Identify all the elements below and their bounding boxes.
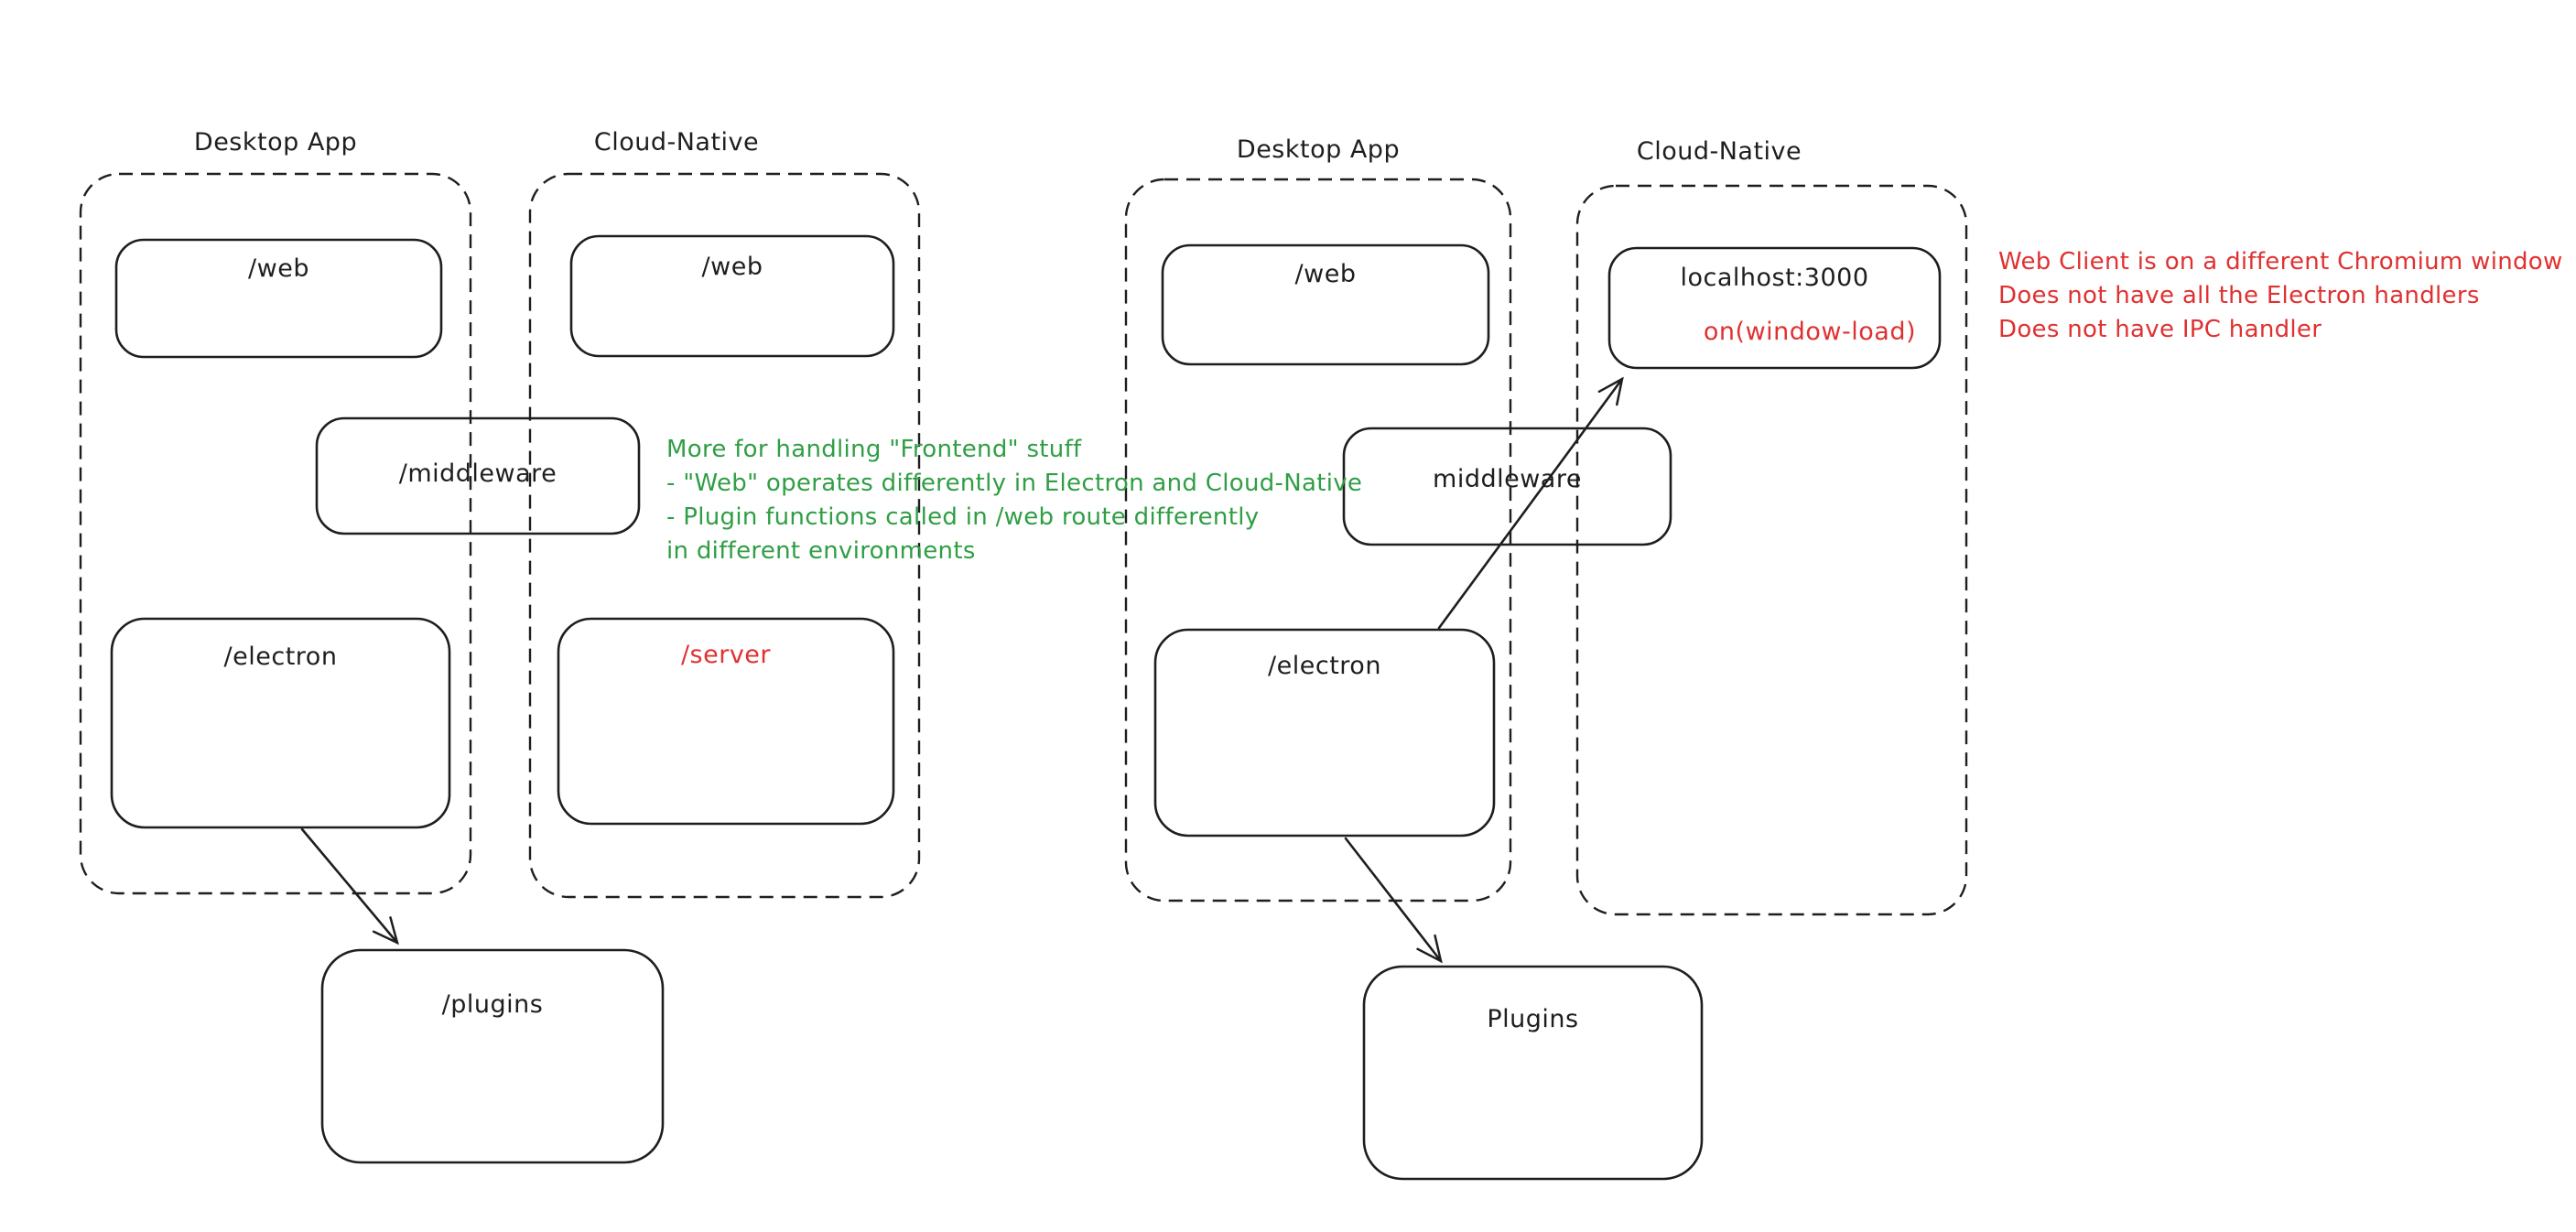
group-cloud-native-right[interactable] bbox=[1575, 184, 1968, 916]
node-label-electron-left: /electron bbox=[223, 643, 338, 671]
node-label-plugins-left: /plugins bbox=[441, 990, 544, 1019]
node-label-localhost-right: localhost:3000 bbox=[1680, 264, 1869, 292]
node-label-on-window-load: on(window-load) bbox=[1703, 318, 1916, 346]
node-label-server-left: /server bbox=[680, 641, 772, 669]
red-note-line-2: Does not have all the Electron handlers bbox=[1998, 282, 2480, 309]
group-label-cloud-native-left: Cloud-Native bbox=[593, 128, 760, 157]
group-label-cloud-native-right: Cloud-Native bbox=[1636, 137, 1802, 166]
node-label-middleware-right: middleware bbox=[1433, 465, 1582, 493]
node-middleware-right[interactable] bbox=[1342, 427, 1672, 546]
node-label-web-right: /web bbox=[1294, 260, 1357, 288]
node-plugins-left[interactable] bbox=[320, 948, 665, 1164]
node-web-cloud-left[interactable] bbox=[569, 234, 895, 358]
group-cloud-native-left[interactable] bbox=[528, 172, 921, 899]
red-note-line-3: Does not have IPC handler bbox=[1998, 316, 2322, 343]
red-annotation-note: Web Client is on a different Chromium wi… bbox=[1998, 245, 2563, 347]
node-web-desktop-left[interactable] bbox=[114, 238, 443, 359]
green-annotation-note: More for handling "Frontend" stuff - "We… bbox=[666, 433, 1362, 568]
node-middleware-left[interactable] bbox=[315, 416, 641, 535]
arrow-electron-to-plugins-right[interactable] bbox=[1344, 837, 1443, 964]
node-label-web-desktop-left: /web bbox=[248, 254, 309, 283]
node-label-web-cloud-left: /web bbox=[701, 253, 763, 281]
node-electron-left[interactable] bbox=[110, 617, 451, 829]
group-desktop-app-right[interactable] bbox=[1124, 178, 1512, 902]
node-server-left[interactable] bbox=[557, 617, 895, 826]
node-label-middleware-left: /middleware bbox=[398, 459, 557, 488]
node-label-electron-right: /electron bbox=[1268, 652, 1381, 680]
red-note-line-1: Web Client is on a different Chromium wi… bbox=[1998, 248, 2563, 276]
green-note-line-1: More for handling "Frontend" stuff bbox=[666, 436, 1082, 463]
node-web-right[interactable] bbox=[1161, 243, 1490, 366]
arrow-electron-to-plugins-left[interactable] bbox=[300, 827, 399, 946]
node-electron-right[interactable] bbox=[1153, 628, 1496, 838]
group-label-desktop-app-left: Desktop App bbox=[193, 128, 358, 157]
green-note-line-4: in different environments bbox=[666, 537, 976, 565]
node-plugins-right[interactable] bbox=[1362, 965, 1704, 1181]
green-note-line-2: - "Web" operates differently in Electron… bbox=[666, 470, 1363, 497]
node-localhost-right[interactable] bbox=[1607, 246, 1942, 370]
green-note-line-3: - Plugin functions called in /web route … bbox=[666, 503, 1260, 531]
arrow-electron-to-localhost-right[interactable] bbox=[1437, 376, 1624, 630]
node-label-plugins-right: Plugins bbox=[1487, 1005, 1579, 1033]
group-label-desktop-app-right: Desktop App bbox=[1236, 135, 1401, 164]
